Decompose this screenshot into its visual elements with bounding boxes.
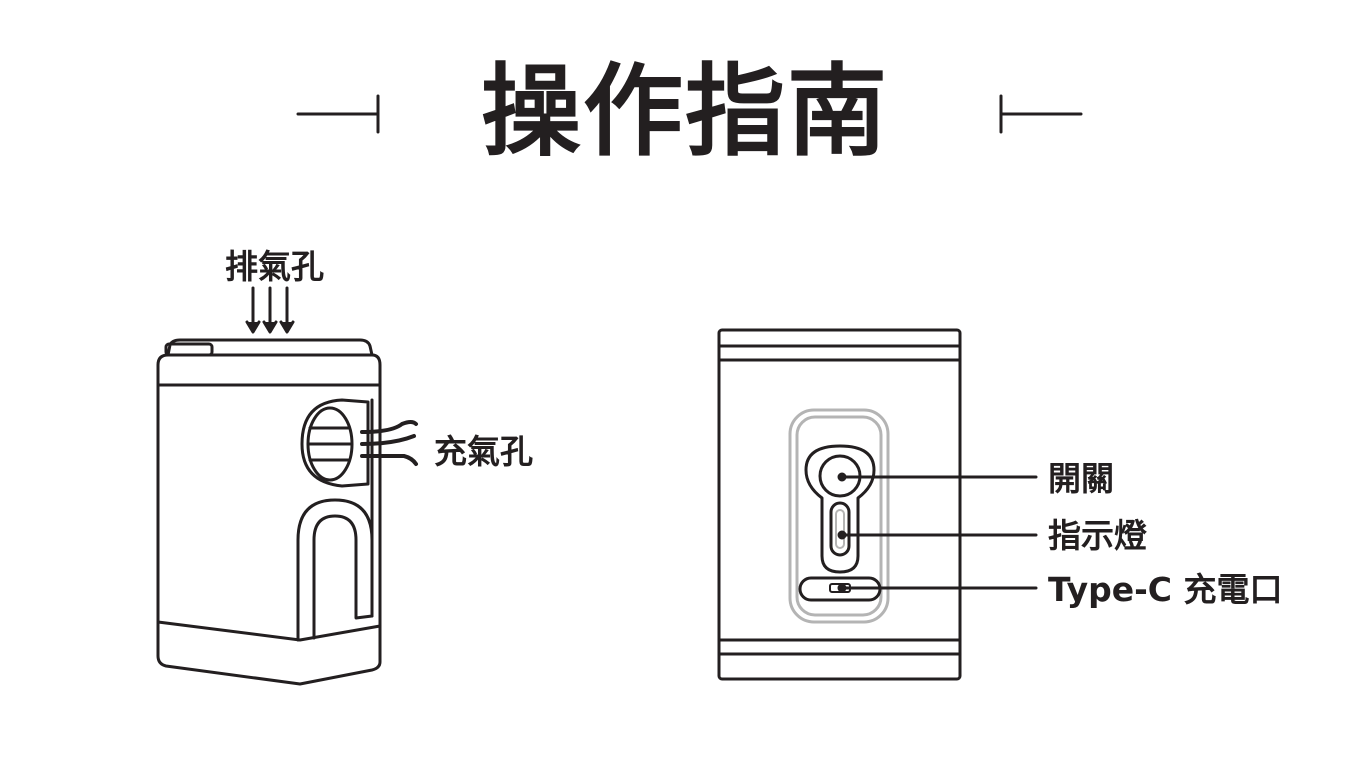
bottom-band — [156, 620, 382, 642]
power-switch-label: 開關 — [1048, 459, 1114, 498]
page-title: 操作指南 — [481, 53, 889, 170]
exhaust-vent-label: 排氣孔 — [225, 247, 324, 286]
control-panel — [788, 408, 890, 624]
pump-side-view — [156, 338, 382, 686]
exhaust-arrows — [245, 286, 295, 334]
port-ring-outer — [300, 398, 370, 488]
callout-lines — [837, 472, 1038, 593]
indicator-light — [829, 501, 851, 557]
pump-lid — [166, 338, 374, 357]
panel-components — [804, 444, 876, 574]
inflate-vent-label: 充氣孔 — [434, 432, 533, 471]
title-left-bracket — [296, 94, 380, 134]
pump-front-view — [717, 328, 962, 681]
pump-body-outline — [156, 353, 382, 686]
front-body-outline — [717, 328, 962, 681]
indicator-light-label: 指示燈 — [1048, 516, 1147, 555]
title-right-bracket — [999, 94, 1083, 134]
handle-cutout — [296, 498, 374, 642]
inflow-air-icon — [360, 420, 418, 466]
typec-port-label: Type-C 充電口 — [1048, 570, 1283, 609]
keyhole-recess — [804, 444, 876, 574]
indicator-light-inner — [835, 509, 845, 549]
lid-button — [164, 342, 214, 357]
